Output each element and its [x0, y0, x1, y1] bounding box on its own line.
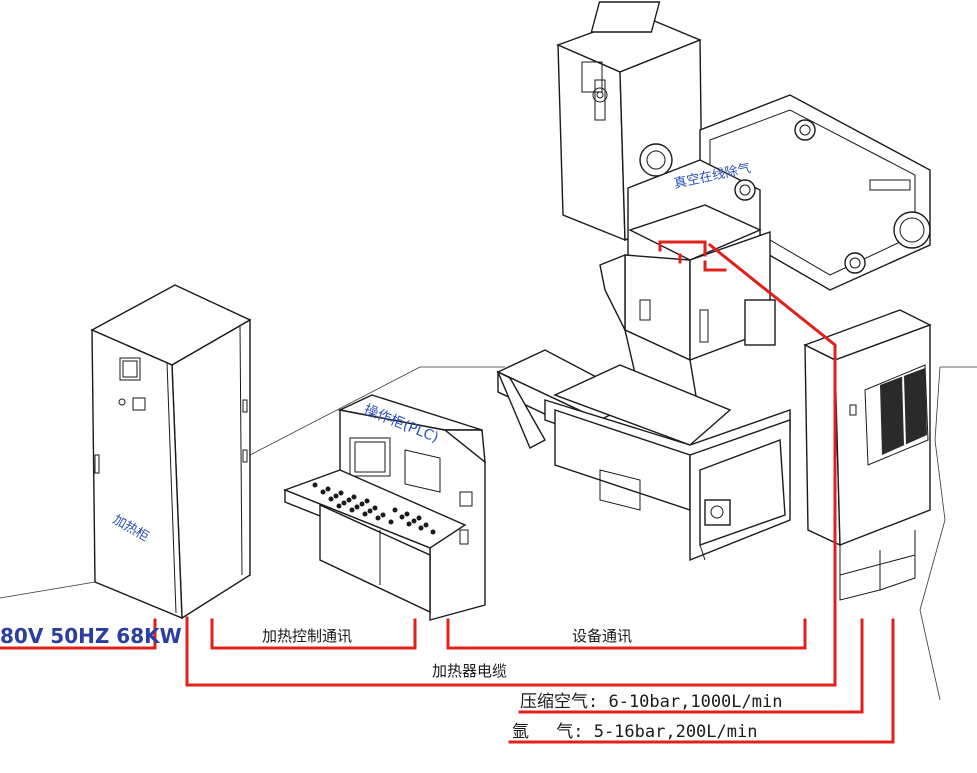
degas-pipe-c	[703, 260, 727, 272]
panel-button-dot	[312, 482, 318, 488]
degas-pipe-a	[658, 240, 707, 257]
panel-button-dot	[341, 500, 347, 506]
heater-cable-label: 加热器电缆	[432, 662, 507, 680]
panel-button-dot	[351, 494, 357, 500]
panel-button-dot	[372, 505, 378, 511]
power-supply-line	[0, 618, 157, 650]
equipment-comm-label: 设备通讯	[572, 627, 632, 645]
degassing-machine	[496, 1, 932, 601]
argon-line	[508, 618, 895, 744]
compressed-air-line	[518, 618, 864, 714]
panel-button-dot	[430, 529, 436, 535]
panel-button-dot	[359, 501, 365, 507]
panel-button-dot	[364, 498, 370, 504]
panel-button-dot	[423, 522, 429, 528]
power-spec-label: 80V 50HZ 68KW	[0, 624, 182, 648]
panel-button-dot	[375, 515, 381, 521]
panel-button-dot	[392, 507, 398, 513]
connection-lines	[0, 240, 895, 744]
panel-button-dot	[336, 503, 342, 509]
compressed-air-label: 压缩空气: 6-10bar,1000L/min	[520, 692, 782, 712]
heating-control-comm-line	[210, 618, 417, 650]
panel-button-dot	[418, 525, 424, 531]
panel-button-dot	[338, 490, 344, 496]
panel-button-dot	[406, 521, 412, 527]
panel-button-dot	[354, 504, 360, 510]
panel-button-dot	[404, 511, 410, 517]
panel-button-dot	[380, 512, 386, 518]
heating-control-comm-label: 加热控制通讯	[262, 627, 352, 645]
panel-button-dot	[399, 514, 405, 520]
argon-label: 氩 气: 5-16bar,200L/min	[512, 722, 757, 742]
heater-cable-line	[185, 242, 837, 687]
floor-outline	[0, 366, 977, 701]
panel-button-dot	[367, 508, 373, 514]
panel-button-dot	[333, 493, 339, 499]
panel-button-dot	[411, 518, 417, 524]
panel-button-dot	[362, 511, 368, 517]
panel-button-dot	[320, 489, 326, 495]
equipment-comm-line	[446, 618, 807, 650]
operation-cabinet	[283, 394, 486, 621]
panel-button-dot	[328, 496, 334, 502]
panel-button-dot	[325, 486, 331, 492]
heating-cabinet	[90, 284, 252, 620]
panel-button-dot	[346, 497, 352, 503]
panel-button-dot	[388, 519, 394, 525]
panel-button-dot	[349, 507, 355, 513]
panel-button-dot	[416, 515, 422, 521]
